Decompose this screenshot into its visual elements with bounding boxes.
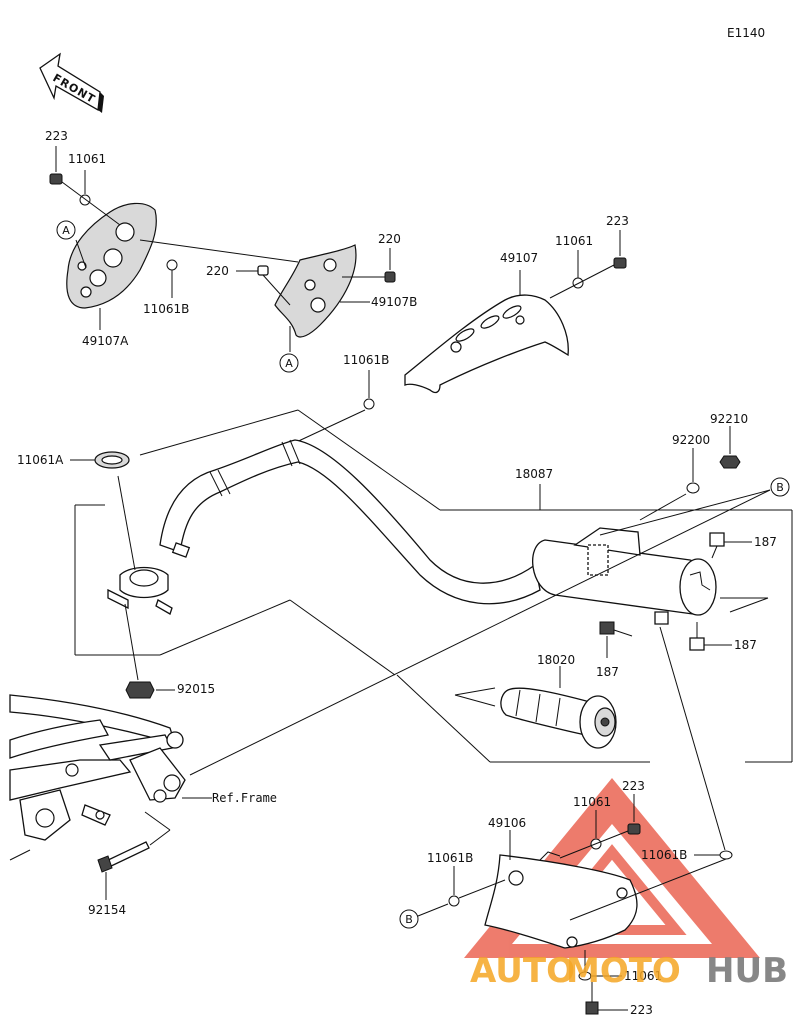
nut-223-top bbox=[49, 173, 63, 185]
label-49107: 49107 bbox=[500, 251, 538, 265]
label-11061b-left: 11061B bbox=[143, 302, 189, 316]
label-11061-bottom-top: 11061 bbox=[573, 795, 611, 809]
bolt-223-bottom bbox=[585, 1001, 599, 1015]
watermark-triangle-icon bbox=[464, 778, 760, 958]
label-18020: 18020 bbox=[537, 653, 575, 667]
diagram-code: E1140 bbox=[727, 26, 765, 40]
callout-circle-b-bottom bbox=[399, 909, 419, 929]
nut-223-bottom-top bbox=[627, 823, 641, 835]
callout-circle-a-mid bbox=[279, 353, 299, 373]
bolt-92154 bbox=[97, 841, 150, 873]
label-187-upper: 187 bbox=[754, 535, 777, 549]
bolt-220-left bbox=[257, 265, 269, 276]
label-223-bottom-top: 223 bbox=[622, 779, 645, 793]
label-11061-bottom: 11061 bbox=[624, 969, 662, 983]
heat-guard-49107 bbox=[404, 294, 569, 394]
label-11061b-bottom-left: 11061B bbox=[427, 851, 473, 865]
label-49106: 49106 bbox=[488, 816, 526, 830]
heat-guard-49106 bbox=[484, 851, 638, 949]
muffler bbox=[532, 527, 717, 625]
label-223-right: 223 bbox=[606, 214, 629, 228]
nut-223-right bbox=[613, 257, 627, 269]
label-49107b: 49107B bbox=[371, 295, 417, 309]
label-a-mid: A bbox=[285, 357, 293, 370]
watermark-auto: AUTO bbox=[470, 951, 575, 991]
washer-11061b-mid bbox=[363, 398, 375, 410]
label-b-bottom: B bbox=[405, 913, 413, 926]
washer-11061b-bottom-right bbox=[719, 850, 733, 860]
label-223-top: 223 bbox=[45, 129, 68, 143]
bolt-187-upper bbox=[709, 532, 725, 547]
callout-circle-b-right bbox=[770, 477, 790, 497]
label-92210: 92210 bbox=[710, 412, 748, 426]
washer-92200 bbox=[686, 482, 700, 494]
bolt-220-top bbox=[384, 271, 396, 283]
nut-92210 bbox=[719, 455, 741, 469]
label-92015: 92015 bbox=[177, 682, 215, 696]
label-92200: 92200 bbox=[672, 433, 710, 447]
label-220-left: 220 bbox=[206, 264, 229, 278]
label-11061b-bottom-right: 11061B bbox=[641, 848, 687, 862]
label-18087: 18087 bbox=[515, 467, 553, 481]
heat-guard-49107a bbox=[66, 202, 157, 309]
label-223-bottom: 223 bbox=[630, 1003, 653, 1017]
watermark-text: AUTO MOTO HUB bbox=[470, 951, 788, 991]
washer-11061b-bottom-left bbox=[448, 895, 460, 907]
frame-reference bbox=[9, 694, 186, 861]
label-11061-right: 11061 bbox=[555, 234, 593, 248]
label-49107a: 49107A bbox=[82, 334, 129, 348]
label-11061-top: 11061 bbox=[68, 152, 106, 166]
label-a-left: A bbox=[62, 224, 70, 237]
watermark-hub: HUB bbox=[706, 951, 788, 991]
label-ref-frame: Ref.Frame bbox=[212, 791, 277, 805]
label-92154: 92154 bbox=[88, 903, 126, 917]
callout-circle-a-left bbox=[56, 220, 76, 240]
label-11061b-mid: 11061B bbox=[343, 353, 389, 367]
exhaust-pipe-18087 bbox=[107, 439, 541, 615]
nut-92015 bbox=[125, 681, 155, 699]
bolt-187-right bbox=[689, 637, 705, 651]
label-187-right: 187 bbox=[734, 638, 757, 652]
label-187-lower: 187 bbox=[596, 665, 619, 679]
label-b-right: B bbox=[776, 481, 784, 494]
watermark-moto: MOTO bbox=[566, 951, 681, 991]
front-arrow-icon: FRONT bbox=[39, 52, 104, 113]
label-11061a: 11061A bbox=[17, 453, 64, 467]
spark-arrester-18020 bbox=[500, 687, 617, 749]
washer-11061b-left bbox=[166, 259, 178, 271]
label-220-top: 220 bbox=[378, 232, 401, 246]
heat-guard-49107b bbox=[274, 244, 357, 338]
bolt-187-lower bbox=[599, 621, 615, 635]
